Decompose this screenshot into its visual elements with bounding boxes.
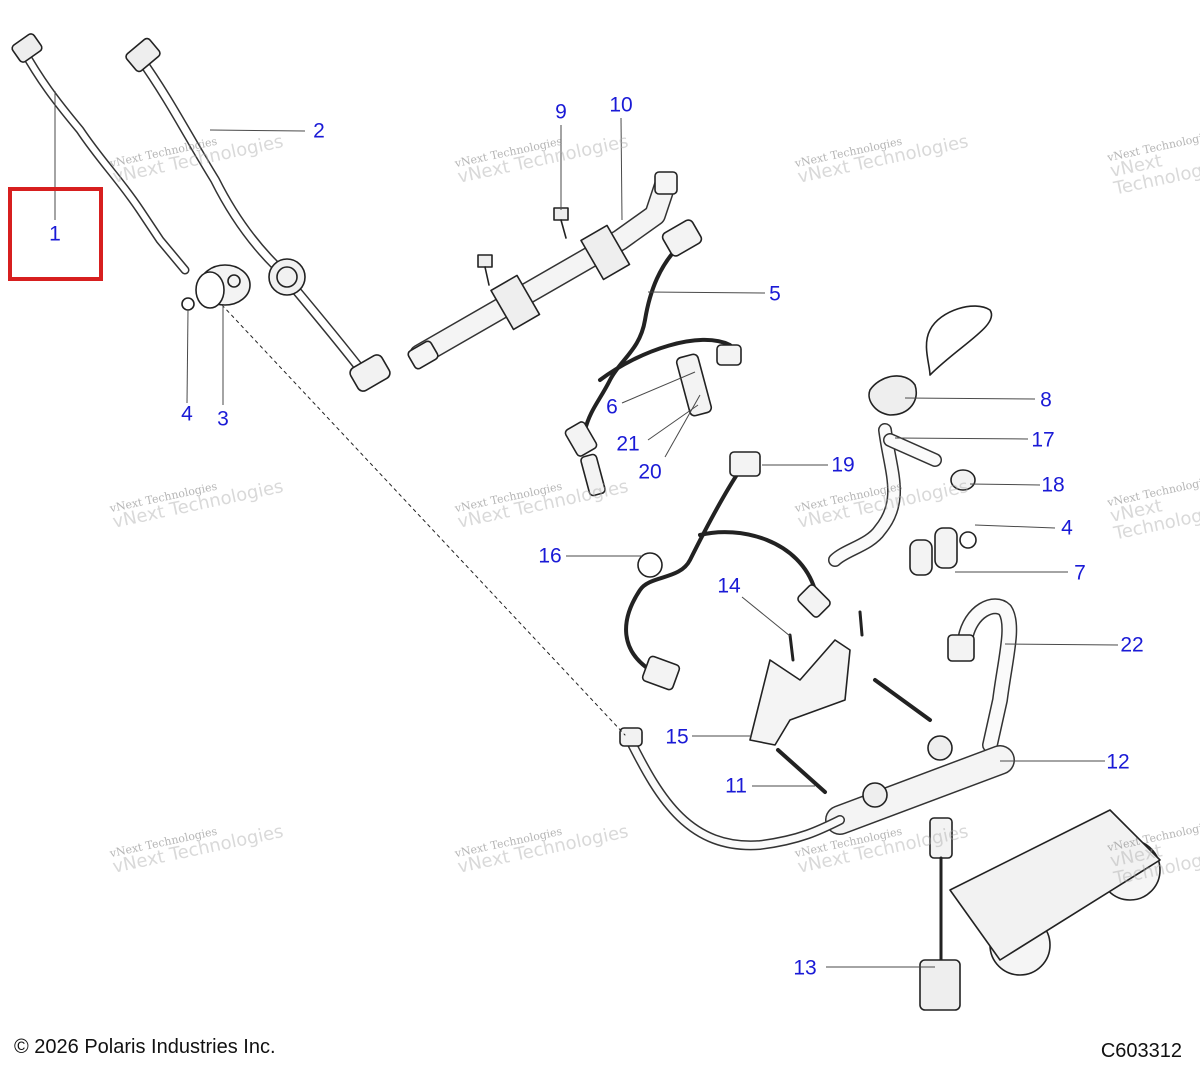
callout-5[interactable]: 5 [769, 282, 781, 306]
part-8-cap [868, 305, 993, 416]
callout-2[interactable]: 2 [313, 119, 325, 143]
part-18-clamp [950, 469, 976, 491]
part-22-hose [947, 598, 1018, 753]
callout-4-lower[interactable]: 4 [1061, 516, 1073, 540]
callout-9[interactable]: 9 [555, 100, 567, 124]
part-11-bolt [776, 748, 827, 794]
diagram-code: C603312 [1100, 1040, 1182, 1062]
part-15-bracket [749, 639, 851, 746]
callout-20[interactable]: 20 [638, 460, 662, 484]
callout-22[interactable]: 22 [1120, 633, 1144, 657]
callout-15[interactable]: 15 [665, 725, 689, 749]
fuel-supply-line [619, 727, 845, 851]
leader-dashed [221, 304, 626, 736]
callout-13[interactable]: 13 [793, 956, 817, 980]
part-16-cable-tie [637, 552, 663, 578]
bolt-free [477, 254, 493, 286]
callout-12[interactable]: 12 [1106, 750, 1130, 774]
callout-16[interactable]: 16 [538, 544, 562, 568]
part-17-hose [828, 423, 942, 567]
part-9-bolt [553, 207, 569, 239]
callout-3[interactable]: 3 [217, 407, 229, 431]
callout-14[interactable]: 14 [717, 574, 741, 598]
part-2-fuel-line [125, 37, 391, 392]
part-1-fuel-line [11, 33, 190, 275]
part-7-clip [909, 527, 977, 576]
part-3-grommet [195, 264, 251, 309]
part-5-harness [564, 219, 742, 457]
part-4-clip-upper [181, 297, 195, 311]
part-14-bolts [788, 610, 932, 722]
part-12-fuel-rail [825, 735, 1015, 835]
part-6-injector [580, 353, 713, 497]
callout-10[interactable]: 10 [609, 93, 633, 117]
callout-11[interactable]: 11 [725, 774, 747, 798]
callout-8[interactable]: 8 [1040, 388, 1052, 412]
part-13-throttle-body [919, 809, 1161, 1011]
copyright-text: © 2026 Polaris Industries Inc. [14, 1036, 276, 1058]
callout-1[interactable]: 1 [49, 222, 61, 246]
callout-6[interactable]: 6 [606, 395, 618, 419]
callout-21[interactable]: 21 [616, 432, 640, 456]
callout-19[interactable]: 19 [831, 453, 855, 477]
part-4-clip-lower [959, 531, 977, 549]
callout-4-upper[interactable]: 4 [181, 402, 193, 426]
callout-17[interactable]: 17 [1031, 428, 1055, 452]
highlight-box-callout-1[interactable] [8, 187, 103, 281]
part-10-fuel-rail [407, 171, 678, 370]
part-19-harness [624, 451, 831, 691]
callout-18[interactable]: 18 [1041, 473, 1065, 497]
callout-7[interactable]: 7 [1074, 561, 1086, 585]
